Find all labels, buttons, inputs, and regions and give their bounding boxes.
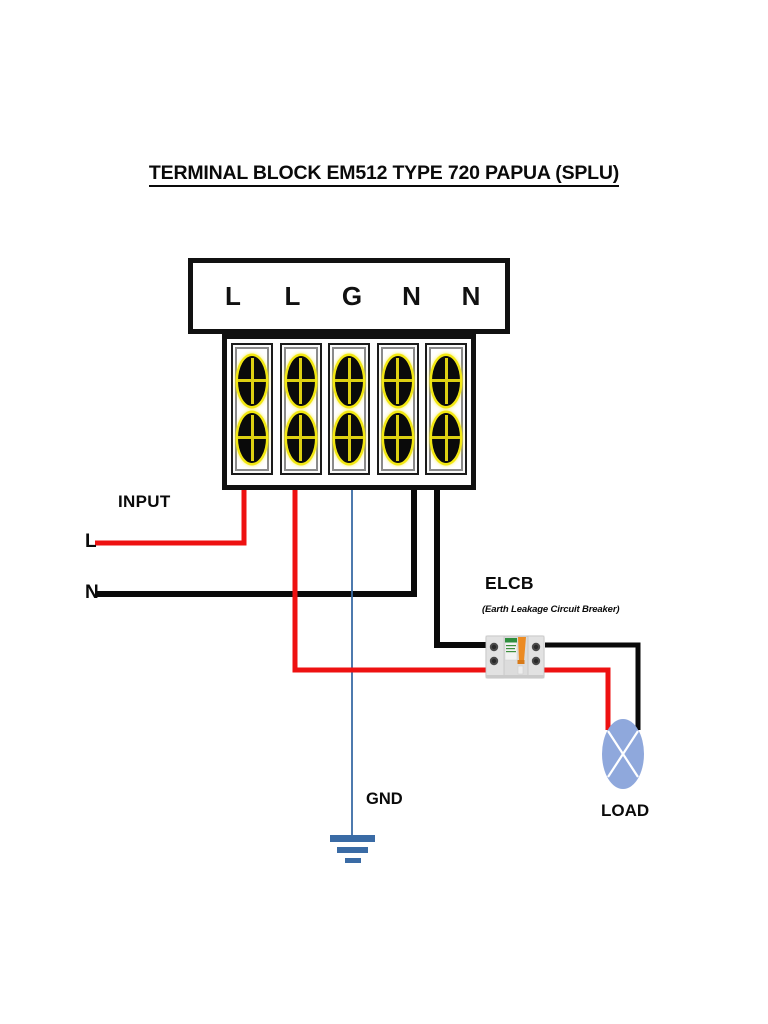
terminal-slot-4[interactable]	[376, 343, 419, 475]
terminal-slot-row	[227, 339, 471, 485]
screw-terminal-icon[interactable]	[335, 412, 363, 463]
terminal-label-3: G	[341, 280, 363, 311]
terminal-slot-inner	[332, 347, 366, 471]
terminal-label-5: N	[461, 280, 481, 311]
terminal-slot-inner	[283, 347, 318, 471]
input-label: INPUT	[118, 492, 171, 511]
terminal-slot-inner	[235, 347, 269, 471]
elcb-device[interactable]	[484, 634, 546, 680]
page-title: TERMINAL BLOCK EM512 TYPE 720 PAPUA (SPL…	[0, 162, 768, 187]
terminal-slot-inner	[380, 347, 415, 471]
terminal-slot-3[interactable]	[328, 343, 370, 475]
wire-terminal2-to-elcb	[292, 455, 500, 673]
wire-terminal5-to-elcb	[434, 455, 492, 648]
wire-input-line	[95, 490, 247, 546]
gnd-label: GND	[366, 790, 403, 808]
screw-terminal-icon[interactable]	[383, 412, 412, 463]
screw-terminal-icon[interactable]	[335, 355, 363, 406]
load-lamp-icon	[602, 719, 644, 789]
wire-elcb-to-load-neutral	[545, 642, 641, 730]
screw-terminal-icon[interactable]	[238, 355, 266, 406]
terminal-block-header: L L G N N	[188, 258, 510, 334]
elcb-label: ELCB	[485, 573, 534, 593]
terminal-label-1: L	[225, 280, 241, 311]
screw-terminal-icon[interactable]	[383, 355, 412, 406]
elcb-subtitle-label: (Earth Leakage Circuit Breaker)	[482, 604, 620, 615]
screw-terminal-icon[interactable]	[286, 412, 315, 463]
terminal-slot-2[interactable]	[279, 343, 322, 475]
terminal-slot-1[interactable]	[231, 343, 273, 475]
input-neutral-label: N	[85, 582, 99, 603]
terminal-label-2: L	[284, 280, 301, 311]
ground-symbol	[330, 835, 375, 863]
screw-terminal-icon[interactable]	[432, 355, 460, 406]
wire-elcb-to-load-line	[540, 667, 611, 730]
screw-terminal-icon[interactable]	[432, 412, 460, 463]
load-label: LOAD	[601, 801, 650, 820]
wire-input-neutral	[95, 490, 417, 597]
page-title-text: TERMINAL BLOCK EM512 TYPE 720 PAPUA (SPL…	[148, 162, 619, 187]
terminal-slot-inner	[429, 347, 463, 471]
screw-terminal-icon[interactable]	[238, 412, 266, 463]
terminal-block-body	[222, 334, 476, 490]
input-line-label: L	[85, 531, 97, 552]
terminal-label-4: N	[402, 280, 421, 311]
terminal-slot-5[interactable]	[425, 343, 467, 475]
terminal-label-row: L L G N N	[218, 281, 486, 312]
screw-terminal-icon[interactable]	[286, 355, 315, 406]
